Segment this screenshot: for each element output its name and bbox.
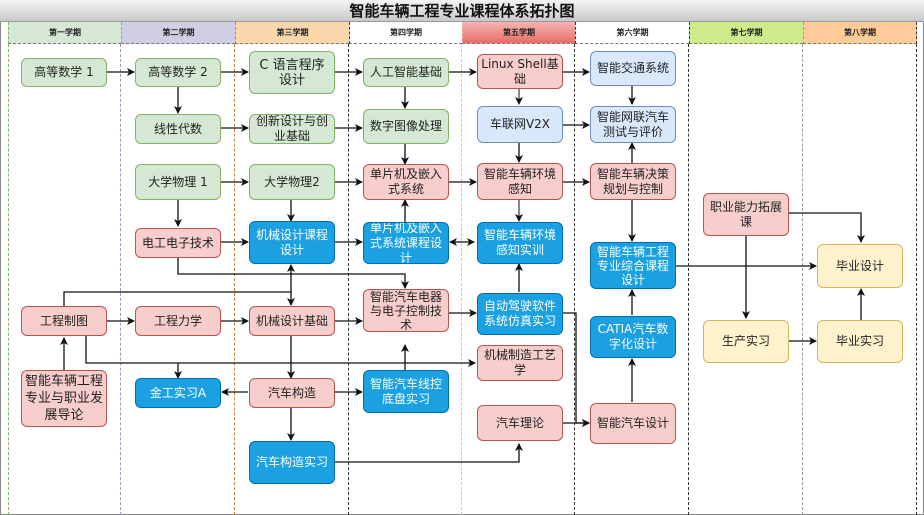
course-gcls[interactable]: 工程力学	[135, 306, 221, 336]
course-jtxt[interactable]: 智能交通系统	[590, 51, 676, 86]
lane-semester-6	[575, 44, 689, 515]
course-dpj[interactable]: 单片机及嵌入式系统	[363, 164, 449, 200]
course-gczt[interactable]: 工程制图	[21, 306, 107, 336]
course-catia[interactable]: CATIA汽车数字化设计	[590, 316, 676, 358]
semester-header-7: 第七学期	[689, 22, 803, 44]
course-hjsx[interactable]: 智能车辆环境感知实训	[477, 222, 563, 264]
course-qcgzsx[interactable]: 汽车构造实习	[249, 441, 335, 484]
course-zhkc[interactable]: 智能车辆工程专业综合课程设计	[590, 242, 676, 289]
course-intro[interactable]: 智能车辆工程专业与职业发展导论	[21, 370, 107, 427]
semester-header-6: 第六学期	[575, 22, 689, 44]
course-gdsx1[interactable]: 高等数学 1	[21, 58, 107, 87]
course-scsx[interactable]: 生产实习	[703, 320, 789, 363]
course-jxkc[interactable]: 机械设计课程设计	[249, 221, 335, 264]
course-zynl[interactable]: 职业能力拓展课	[703, 193, 789, 236]
semester-header-8: 第八学期	[803, 22, 917, 44]
semester-header-5: 第五学期	[462, 22, 575, 44]
course-dxwl1[interactable]: 大学物理 1	[135, 164, 221, 200]
course-qcsj[interactable]: 智能汽车设计	[590, 403, 676, 444]
semester-header-4: 第四学期	[349, 22, 462, 44]
course-jxjc[interactable]: 机械设计基础	[249, 306, 335, 336]
course-v2x[interactable]: 车联网V2X	[477, 106, 563, 143]
course-xkdp[interactable]: 智能汽车线控底盘实习	[363, 370, 449, 413]
lane-semester-1	[8, 44, 121, 515]
title-bar	[0, 0, 924, 22]
lane-semester-5	[462, 44, 575, 515]
course-wlcs[interactable]: 智能网联汽车测试与评价	[590, 106, 676, 143]
course-gdsx2[interactable]: 高等数学 2	[135, 58, 221, 87]
semester-header-2: 第二学期	[121, 22, 235, 44]
course-cyy[interactable]: C 语言程序设计	[249, 51, 335, 94]
course-hjgz[interactable]: 智能车辆环境感知	[477, 163, 563, 200]
course-dxwl2[interactable]: 大学物理2	[249, 164, 335, 200]
semester-header-1: 第一学期	[8, 22, 121, 44]
course-zdjs[interactable]: 自动驾驶软件系统仿真实习	[477, 293, 563, 335]
course-dpjkc[interactable]: 单片机及嵌入式系统课程设计	[363, 222, 449, 264]
course-qcgz[interactable]: 汽车构造	[249, 378, 335, 408]
course-jgsx[interactable]: 金工实习A	[135, 378, 221, 408]
course-szxx[interactable]: 数字图像处理	[363, 109, 449, 144]
course-qcdq[interactable]: 智能汽车电器与电子控制技术	[363, 289, 449, 332]
course-jxzz[interactable]: 机械制造工艺学	[477, 345, 563, 381]
lane-semester-4	[349, 44, 462, 515]
course-linux[interactable]: Linux Shell基础	[477, 54, 563, 89]
course-xxds[interactable]: 线性代数	[135, 114, 221, 144]
course-qcll[interactable]: 汽车理论	[477, 405, 563, 441]
course-jcgh[interactable]: 智能车辆决策规划与控制	[590, 163, 676, 200]
course-bysj[interactable]: 毕业设计	[817, 244, 903, 288]
course-rgzn[interactable]: 人工智能基础	[363, 58, 449, 87]
course-cxsj[interactable]: 创新设计与创业基础	[249, 114, 335, 144]
lane-semester-8	[803, 44, 917, 515]
course-bysx[interactable]: 毕业实习	[817, 320, 903, 363]
semester-header-3: 第三学期	[235, 22, 349, 44]
diagram-title: 智能车辆工程专业课程体系拓扑图	[349, 2, 575, 20]
course-dgdz[interactable]: 电工电子技术	[135, 228, 221, 258]
lane-semester-7	[689, 44, 803, 515]
